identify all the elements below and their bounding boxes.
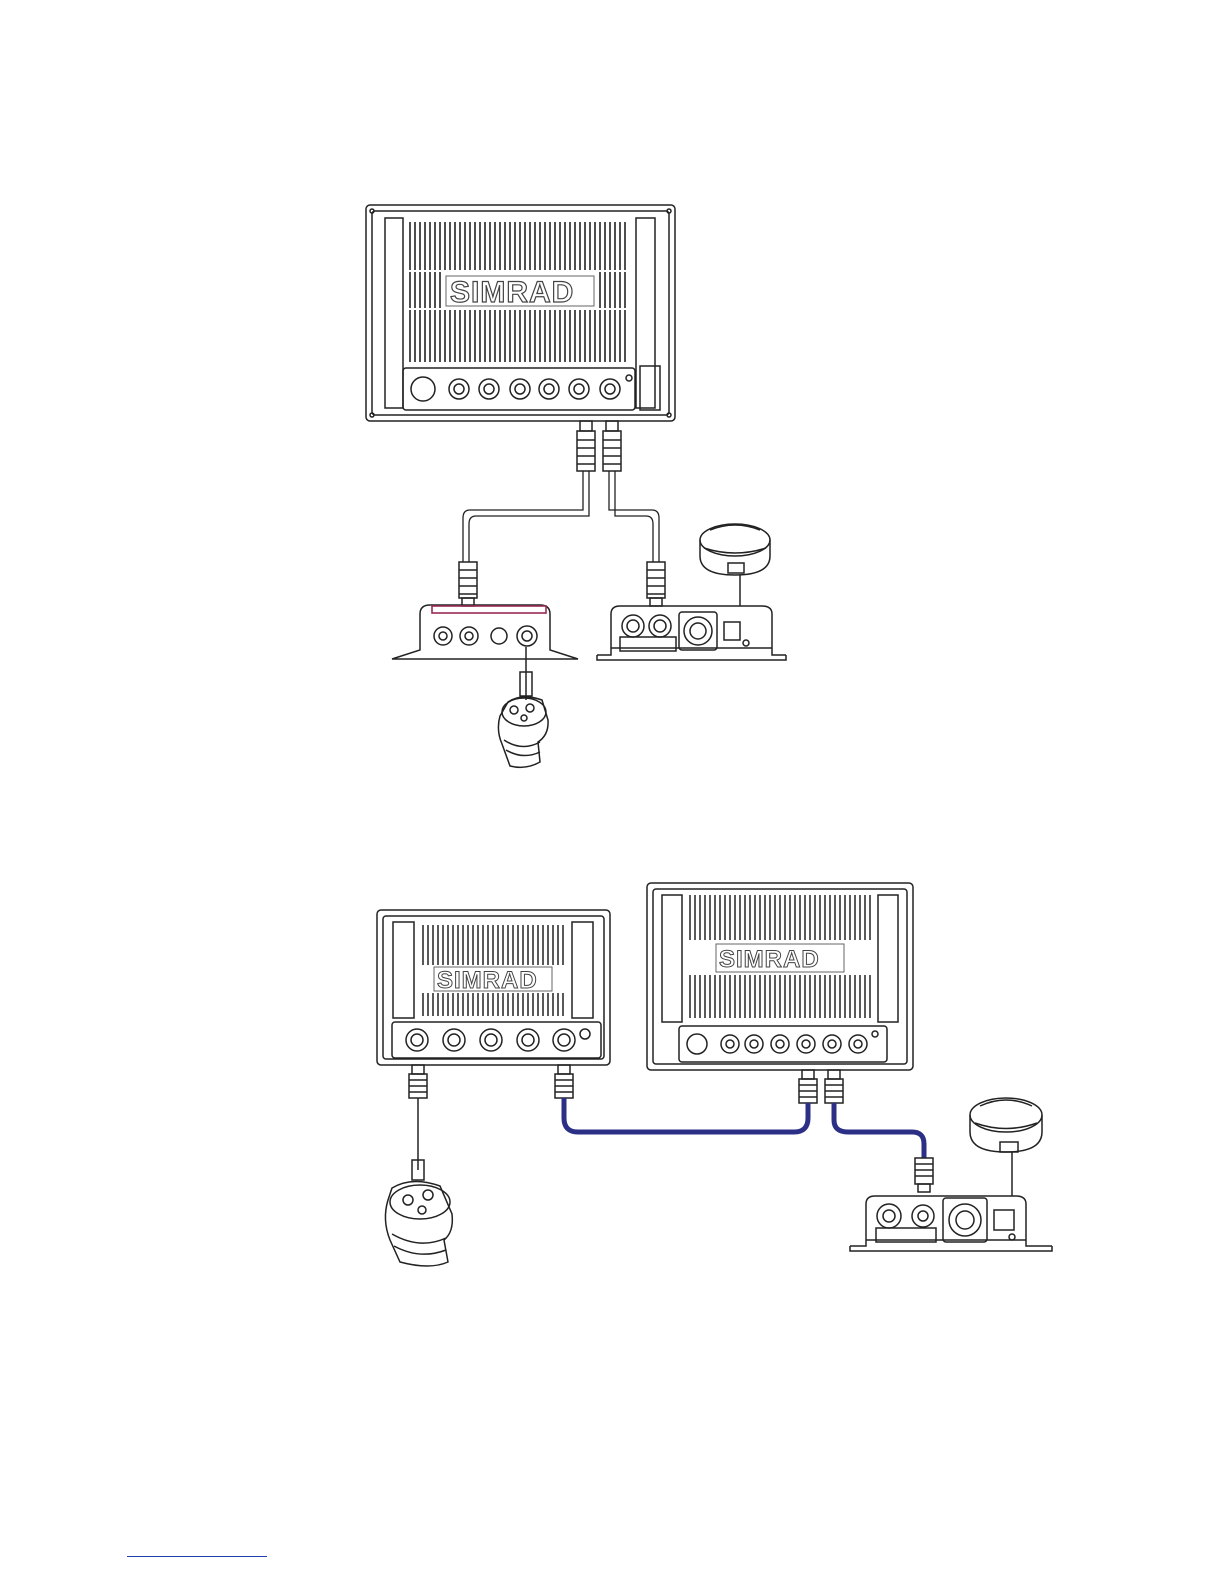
ethernet-cable-display-to-display bbox=[564, 1098, 808, 1132]
brand-logo: SIMRAD bbox=[437, 967, 538, 994]
diagram-2: SIMRAD SIMRAD bbox=[377, 883, 1052, 1266]
transducer-1 bbox=[498, 647, 548, 767]
sonar-module bbox=[392, 605, 578, 659]
transducer-2 bbox=[385, 1098, 452, 1266]
display-unit-rear: SIMRAD bbox=[366, 205, 675, 421]
display-large-rear: SIMRAD bbox=[647, 883, 913, 1070]
radar-dome-2 bbox=[970, 1098, 1042, 1196]
rear-connector-ports bbox=[449, 375, 632, 399]
ethernet-plugs bbox=[577, 421, 621, 471]
footer-rule bbox=[127, 1556, 267, 1557]
radar-interface-box bbox=[597, 606, 786, 660]
brand-logo: SIMRAD bbox=[719, 946, 820, 973]
diagram-1: SIMRAD bbox=[366, 205, 786, 767]
brand-logo: SIMRAD bbox=[450, 276, 574, 309]
rear-connector-ports bbox=[721, 1031, 878, 1053]
display-small-rear: SIMRAD bbox=[377, 910, 610, 1065]
ethernet-cable-display-to-radar bbox=[834, 1103, 924, 1158]
radar-interface-box bbox=[850, 1196, 1052, 1251]
cable-to-sonar-module bbox=[463, 471, 589, 562]
radar-dome-1 bbox=[700, 524, 770, 606]
rear-connector-ports bbox=[406, 1029, 590, 1051]
cable-to-radar-interface bbox=[609, 471, 659, 562]
